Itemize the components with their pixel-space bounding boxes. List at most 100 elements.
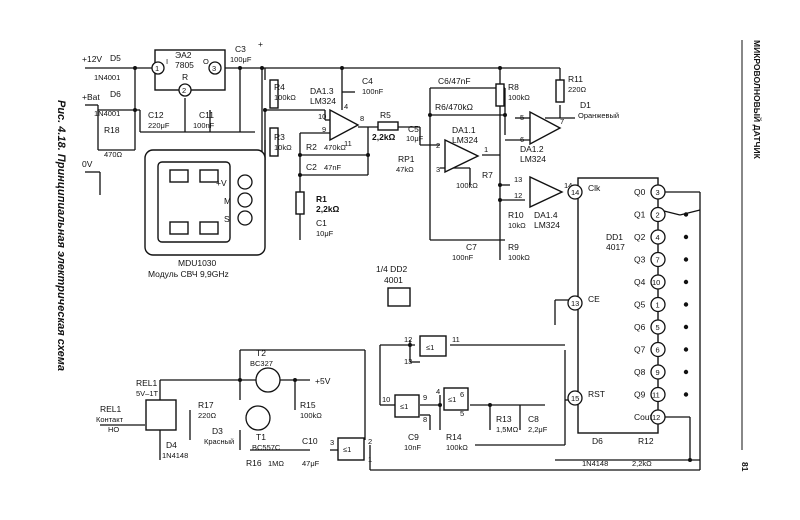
regulator-pin3-icon [208,61,222,75]
gate2-out: 9 [423,393,427,402]
gate4-in2: 1 [368,455,372,464]
mdu-pin-m: M [224,196,231,206]
d6b-label: D6 [592,436,603,446]
regulator-out: O [203,57,209,66]
c6-label: C6/47nF [438,76,471,86]
da13-label: DA1.3 [310,86,334,96]
c9-label: C9 [408,432,419,442]
gate2-in1: 10 [382,395,390,404]
mdu-cell [169,169,189,183]
da13-pin4: 4 [344,102,348,111]
r8-value: 100kΩ [508,93,530,102]
da13-pin9: 9 [322,125,326,134]
c9-value: 10nF [404,443,422,452]
c1-label: C1 [316,218,327,228]
r9-label: R9 [508,242,519,252]
r5-label: R5 [380,110,391,120]
da13-pin11: 11 [344,139,352,148]
dd1-rst-pin-icon [567,390,583,406]
dd1-rst: RST [588,389,605,399]
c11-value: 100nF [193,121,215,130]
c7-value: 100nF [452,253,474,262]
r17-label: R17 [198,400,214,410]
rp1-label: RP1 [398,154,415,164]
t1-transistor-icon [245,405,271,431]
r8-label: R8 [508,82,519,92]
gate3-sym: ≤1 [448,395,456,404]
dd2-label: 1/4 DD2 [376,264,407,274]
ground-symbol: + [258,39,263,49]
dd1-output-pin-icon [650,341,666,358]
regulator-pin1-icon [151,61,165,75]
dd1-output-pin-icon [650,229,666,245]
dd1-type: 4017 [606,242,625,252]
r8-resistor [495,83,505,107]
dd1-output-label: Q9 [634,390,646,400]
contact-l2: НО [108,425,119,434]
dd1-output-junction [683,212,689,217]
r4-value: 100kΩ [274,93,296,102]
mdu-pin-s: S [224,214,230,224]
dd1-output-pin: 3 [656,188,660,197]
da11-opamp [444,138,480,174]
t1-type: BC557C [252,443,281,452]
v0-label: 0V [82,159,93,169]
c2-label: C2 [306,162,317,172]
da14-label: DA1.4 [534,210,558,220]
dd1-output-pin-icon [650,364,666,380]
r14-label: R14 [446,432,462,442]
dd1-output-pin: 2 [656,211,660,220]
r7-label: R7 [482,170,493,180]
dd1-output-pin: 9 [656,368,660,377]
r9-value: 100kΩ [508,253,530,262]
r13-value: 1,5MΩ [496,425,519,434]
dd1-output-label: Q1 [634,210,646,220]
mdu-cell [169,221,189,235]
mdu-cell [199,221,219,235]
mdu-pin-m-icon [237,192,253,208]
c8-label: C8 [528,414,539,424]
v5-label: +5V [315,376,331,386]
dd1-clk: Clk [588,183,601,193]
regulator-r: R [182,72,188,82]
rel1-label: REL1 [136,378,158,388]
c11-label: C11 [199,110,214,120]
dd1-output-pin: 4 [656,233,660,242]
regulator-pin3: 3 [212,64,216,73]
r10-label: R10 [508,210,524,220]
dd1-output-pin: 7 [656,256,660,265]
dd1-output-pin: 6 [656,346,660,355]
r6-label: R6/470kΩ [435,102,473,112]
dd1-output-label: Cout [634,412,653,422]
c1-value: 10μF [316,229,334,238]
gate3-in2: 6 [460,390,464,399]
d6-label: D6 [110,89,121,99]
regulator-type: 7805 [175,60,194,70]
gate4-sym: ≤1 [343,445,351,454]
regulator-pin2: 2 [182,86,186,95]
mdu-module-inner [157,161,231,243]
r3-label: R3 [274,132,285,142]
da11-pin3: 3 [436,165,440,174]
c8-value: 2,2μF [528,425,548,434]
dd1-output-junction [683,279,689,285]
gate4-in1: 3 [330,438,334,447]
gate4-out: 2 [368,437,372,446]
dd1-output-label: Q6 [634,322,646,332]
mdu-pin-v-icon [237,174,253,190]
da14-type: LM324 [534,220,560,230]
gate3-out: 5 [460,409,464,418]
dd1-ce-pin: 13 [571,299,579,308]
mdu-desc: Модуль СВЧ 9,9GHz [148,269,229,279]
d3-label: D3 [212,426,223,436]
dd1-output-label: Q0 [634,187,646,197]
mdu-cell [199,169,219,183]
d6b-type: 1N4148 [582,459,608,468]
r16-label: R16 [246,458,262,468]
gate1-in1: 12 [404,335,412,344]
c5-value: 10μF [406,134,424,143]
r5-resistor [377,121,399,131]
r11-label: R11 [568,74,583,84]
